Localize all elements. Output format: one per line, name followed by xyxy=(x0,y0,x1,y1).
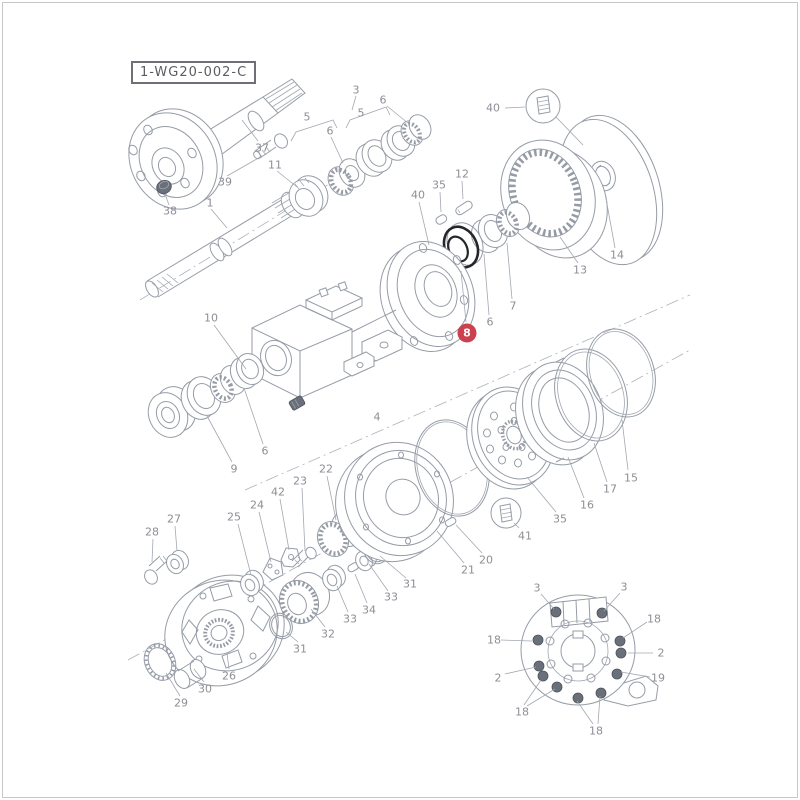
part-label-25[interactable]: 25 xyxy=(227,510,241,524)
part-label-17[interactable]: 17 xyxy=(603,482,617,496)
part-12-pin xyxy=(455,200,473,216)
part-42-retainer-plate xyxy=(280,547,301,568)
part-17-ring xyxy=(554,348,628,442)
cover-plate-inset xyxy=(520,594,659,707)
part-label-29[interactable]: 29 xyxy=(174,696,188,710)
part-label-18[interactable]: 18 xyxy=(515,705,529,719)
part-28-bolt xyxy=(144,555,168,585)
part-39-bolt xyxy=(253,133,288,160)
part-label-40[interactable]: 40 xyxy=(411,188,425,202)
part-label-4[interactable]: 4 xyxy=(373,410,381,424)
part-label-33[interactable]: 33 xyxy=(343,612,357,626)
cover-plate-bolts xyxy=(532,606,627,704)
part-label-15[interactable]: 15 xyxy=(624,471,638,485)
part-23-bolt xyxy=(291,546,317,568)
part-14-backing-plate xyxy=(558,114,664,266)
part-label-3[interactable]: 3 xyxy=(620,580,628,594)
leader-lines xyxy=(151,95,653,725)
part-label-12[interactable]: 12 xyxy=(455,167,469,181)
part-label-32[interactable]: 32 xyxy=(321,627,335,641)
part-label-33[interactable]: 33 xyxy=(384,590,398,604)
part-26-planet-carrier xyxy=(164,574,285,687)
part-label-30[interactable]: 30 xyxy=(198,682,212,696)
part-label-6[interactable]: 6 xyxy=(486,315,494,329)
part-4-axle-housing xyxy=(251,241,476,411)
part-label-6[interactable]: 6 xyxy=(326,124,334,138)
part-label-39[interactable]: 39 xyxy=(218,175,232,189)
part-35-roll-pin xyxy=(435,214,448,225)
part-label-14[interactable]: 14 xyxy=(610,248,624,262)
part-label-24[interactable]: 24 xyxy=(250,498,264,512)
part-15-ring xyxy=(586,328,656,418)
part-label-2[interactable]: 2 xyxy=(494,671,502,685)
part-21-wheel-hub xyxy=(335,441,454,563)
part-label-38[interactable]: 38 xyxy=(163,204,177,218)
part-label-41[interactable]: 41 xyxy=(518,529,532,543)
part-label-35[interactable]: 35 xyxy=(553,512,567,526)
diagram-code: 1-WG20-002-C xyxy=(140,65,248,80)
part-29-lock-ring xyxy=(143,643,177,681)
part-label-6[interactable]: 6 xyxy=(261,444,269,458)
part-33-thrust-washer xyxy=(322,564,346,592)
part-label-23[interactable]: 23 xyxy=(293,474,307,488)
part-label-42[interactable]: 42 xyxy=(271,485,285,499)
part-11-seal-ring xyxy=(288,175,329,217)
part-label-27[interactable]: 27 xyxy=(167,512,181,526)
part-41-plug-detail xyxy=(490,497,522,529)
part-7-bearing-cone xyxy=(495,201,531,238)
part-label-5[interactable]: 5 xyxy=(303,110,311,124)
part-label-1[interactable]: 1 xyxy=(206,196,214,210)
part-label-40[interactable]: 40 xyxy=(486,101,500,115)
part-label-8-highlighted[interactable]: 8 xyxy=(457,323,477,343)
part-label-20[interactable]: 20 xyxy=(479,553,493,567)
part-31-snap-ring xyxy=(269,612,293,640)
part-label-11[interactable]: 11 xyxy=(268,158,282,172)
part-30-bushing xyxy=(173,659,207,689)
part-label-31[interactable]: 31 xyxy=(293,642,307,656)
part-label-7[interactable]: 7 xyxy=(509,299,517,313)
part-label-3[interactable]: 3 xyxy=(533,581,541,595)
part-27-washer xyxy=(166,549,189,575)
part-label-13[interactable]: 13 xyxy=(573,263,587,277)
part-24-lock-plate xyxy=(262,557,284,581)
part-label-35[interactable]: 35 xyxy=(432,178,446,192)
part-label-21[interactable]: 21 xyxy=(461,563,475,577)
part-label-16[interactable]: 16 xyxy=(580,498,594,512)
part-label-18[interactable]: 18 xyxy=(589,724,603,738)
part-label-3[interactable]: 3 xyxy=(352,83,360,97)
part-label-26[interactable]: 26 xyxy=(222,669,236,683)
part-25-washer xyxy=(240,569,264,597)
part-label-18[interactable]: 18 xyxy=(647,612,661,626)
part-37-drive-flange xyxy=(128,78,306,210)
part-40-plug-detail xyxy=(525,88,561,124)
part-label-9[interactable]: 9 xyxy=(230,462,238,476)
part-label-18[interactable]: 18 xyxy=(487,633,501,647)
part-label-22[interactable]: 22 xyxy=(319,462,333,476)
part-label-34[interactable]: 34 xyxy=(362,603,376,617)
part-label-37[interactable]: 37 xyxy=(255,141,269,155)
part-38-nut xyxy=(156,179,172,195)
part-label-31[interactable]: 31 xyxy=(403,577,417,591)
part-label-5[interactable]: 5 xyxy=(357,106,365,120)
part-label-28[interactable]: 28 xyxy=(145,525,159,539)
part-label-6[interactable]: 6 xyxy=(379,93,387,107)
part-label-10[interactable]: 10 xyxy=(204,311,218,325)
part-label-19[interactable]: 19 xyxy=(651,671,665,685)
part-label-2[interactable]: 2 xyxy=(657,646,665,660)
part-6-bearing-cone-2 xyxy=(400,114,432,146)
diagram-code-box: 1-WG20-002-C xyxy=(131,61,257,84)
part-9-seal-group xyxy=(147,352,265,438)
